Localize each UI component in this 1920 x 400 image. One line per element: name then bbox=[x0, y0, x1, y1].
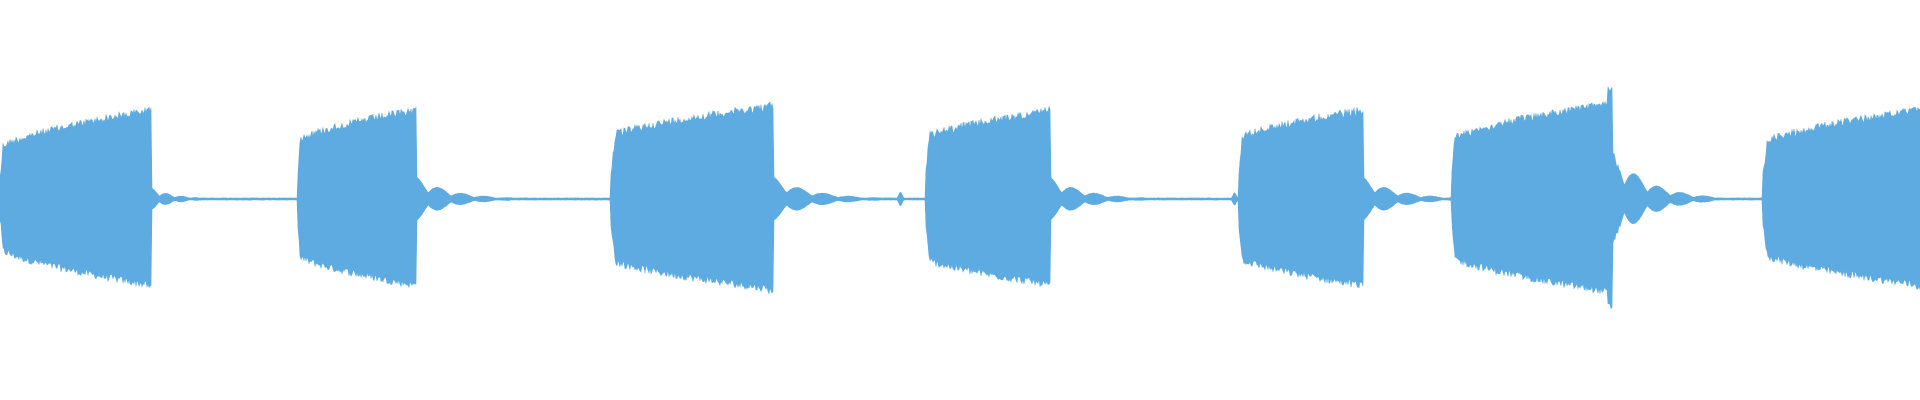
waveform-burst-3[interactable] bbox=[611, 101, 774, 297]
waveform-envelope bbox=[0, 86, 1920, 310]
waveform-burst-4[interactable] bbox=[925, 106, 1050, 292]
waveform-amplitude bbox=[0, 84, 1920, 314]
waveform-burst-1[interactable] bbox=[0, 104, 152, 294]
waveform-burst-5[interactable] bbox=[1238, 106, 1363, 292]
waveform-burst-2[interactable] bbox=[298, 106, 417, 292]
waveform-burst-7[interactable] bbox=[1763, 105, 1920, 293]
waveform-burst-6[interactable] bbox=[1452, 84, 1613, 314]
